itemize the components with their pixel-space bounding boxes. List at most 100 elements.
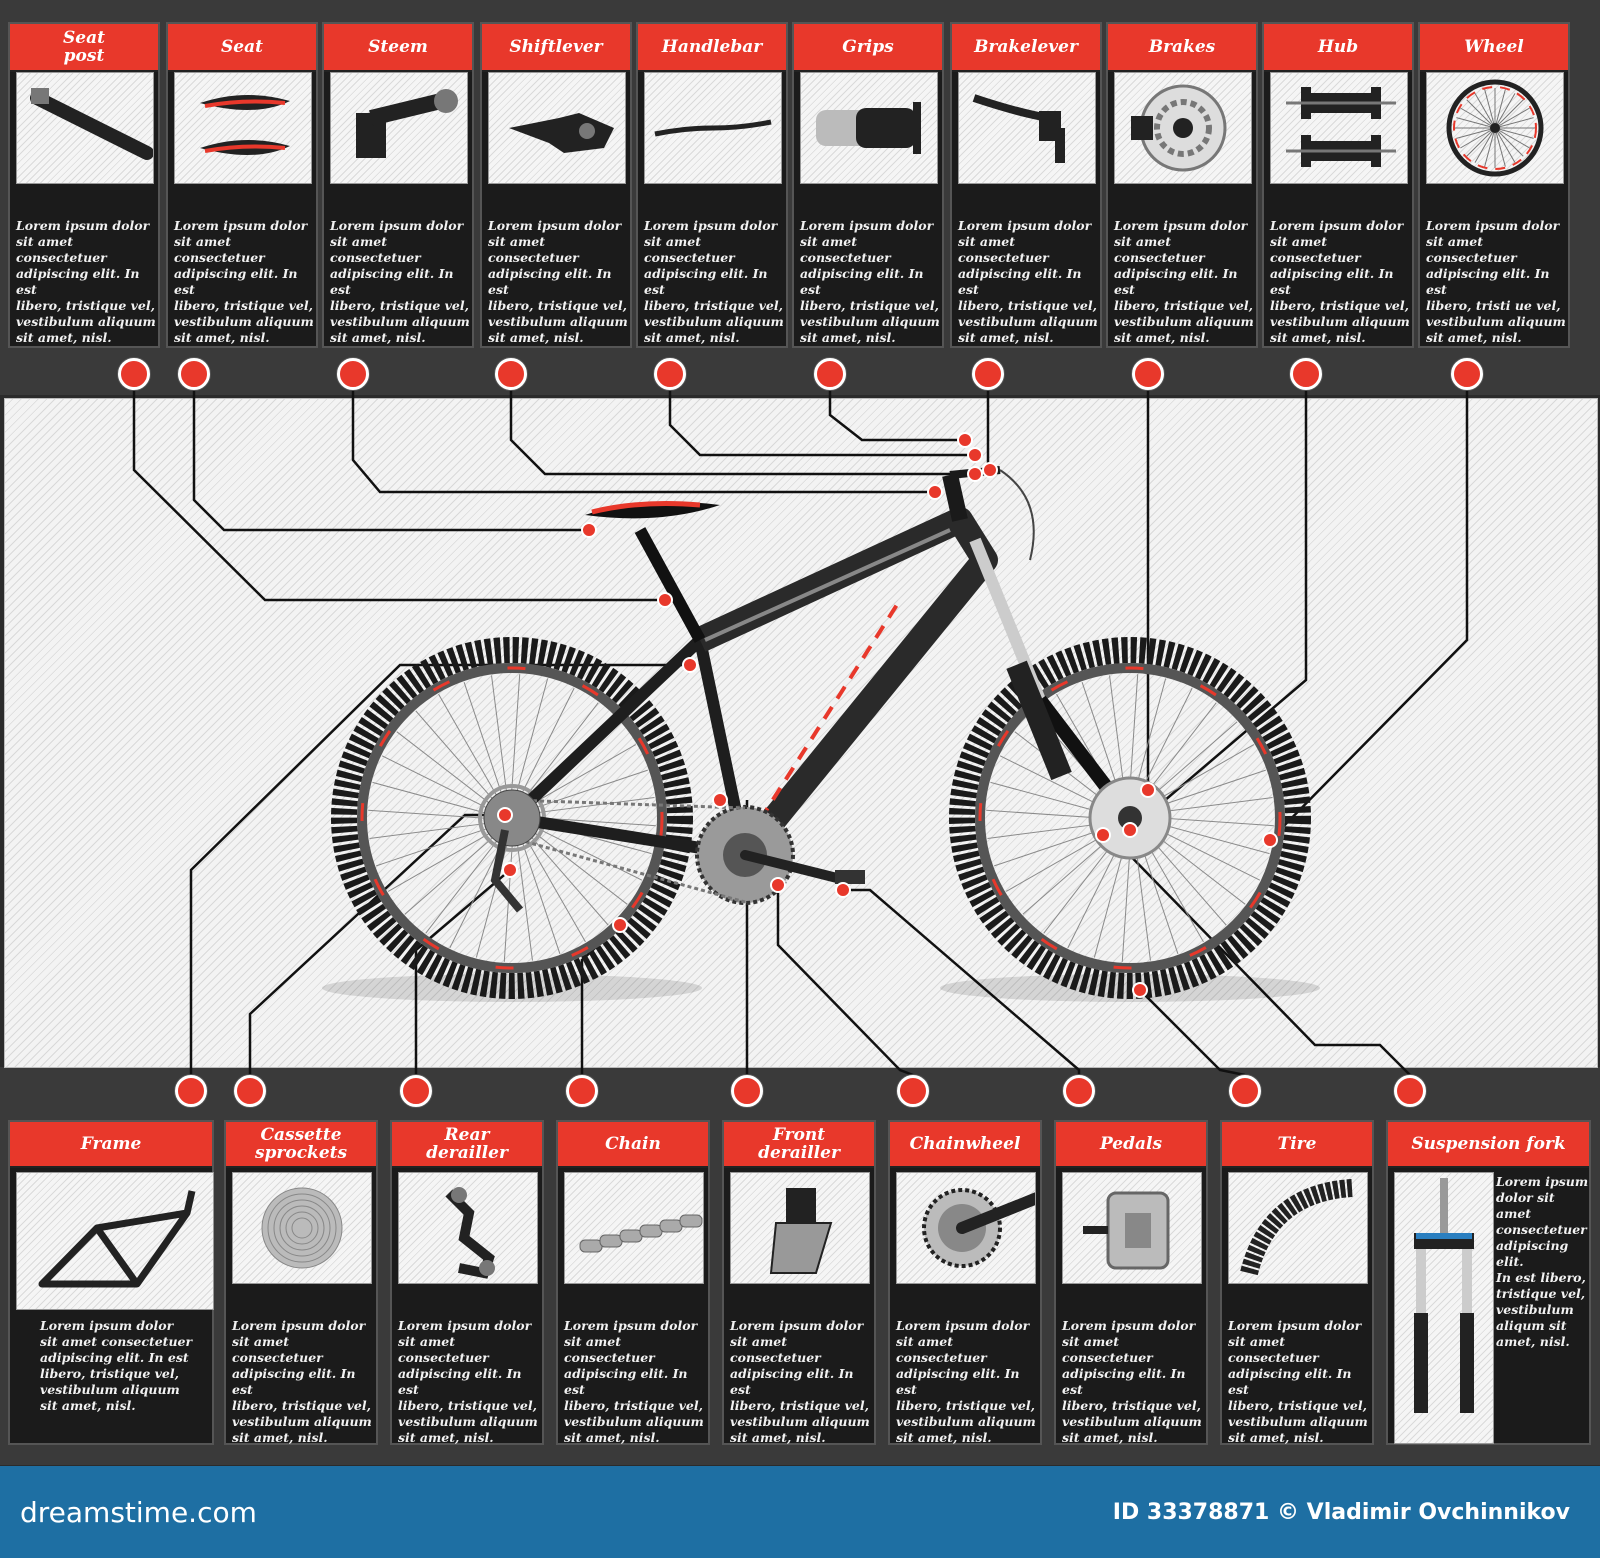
callout-marker [1095,827,1111,843]
panel-brakelever-image [958,72,1096,184]
callout-marker [657,592,673,608]
callout-dot-tire[interactable] [1229,1075,1261,1107]
panel-shiftlever-image [488,72,626,184]
panel-hub-title: Hub [1264,24,1412,72]
panel-stem-image [330,72,468,184]
callout-dot-cassette-sprockets[interactable] [234,1075,266,1107]
front-derailleur-icon [769,1188,833,1274]
panel-wheel-title: Wheel [1420,24,1568,72]
diagram-stage [4,398,1598,1068]
callout-marker [612,917,628,933]
panel-chainwheel-image [896,1172,1043,1284]
callout-marker [497,807,513,823]
callout-dot-grips[interactable] [814,358,846,390]
callout-dot-frame[interactable] [175,1075,207,1107]
panel-front-derailler-image [730,1172,870,1284]
panel-handlebar-title: Handlebar [638,24,786,72]
callout-marker [1132,982,1148,998]
panel-rear-derailler-image [398,1172,538,1284]
callout-dot-brakelever[interactable] [972,358,1004,390]
callout-dot-brakes[interactable] [1132,358,1164,390]
callout-dot-hub[interactable] [1290,358,1322,390]
callout-dot-stem[interactable] [337,358,369,390]
brake-disc-icon [1131,84,1227,172]
callout-marker [682,657,698,673]
panel-tire-image [1228,1172,1368,1284]
callout-marker [967,447,983,463]
callout-dot-shiftlever[interactable] [495,358,527,390]
footer-bar: dreamstime.com ID 33378871 © Vladimir Ov… [0,1466,1600,1558]
pedal-icon [1083,1191,1170,1270]
panel-shiftlever-title: Shiftlever [482,24,630,72]
callout-dot-rear-derailler[interactable] [400,1075,432,1107]
callout-dot-seat-post[interactable] [118,358,150,390]
callout-marker [1140,782,1156,798]
callout-marker [712,792,728,808]
callout-dot-suspension-fork[interactable] [1394,1075,1426,1107]
panel-brakes-image [1114,72,1252,184]
callout-marker [835,882,851,898]
panel-seat-post-image [16,72,154,184]
panel-brakes-title: Brakes [1108,24,1256,72]
footer-credit: ID 33378871 © Vladimir Ovchinnikov [1112,1500,1570,1525]
handlebar-icon [654,119,772,137]
bike-frame [483,466,1172,913]
wheel-icon [1446,79,1544,177]
panel-handlebar-image [644,72,782,184]
seat-icon [200,94,290,156]
callout-dot-wheel[interactable] [1451,358,1483,390]
panel-pedals-image [1062,1172,1202,1284]
panel-brakelever-title: Brakelever [952,24,1100,72]
callout-marker [581,522,597,538]
callout-dot-front-derailler[interactable] [731,1075,763,1107]
panel-chain-title: Chain [558,1122,708,1168]
panel-chainwheel-title: Chainwheel [890,1122,1040,1168]
panel-hub-image [1270,72,1408,184]
callout-dot-chain[interactable] [566,1075,598,1107]
callout-dot-pedals[interactable] [1063,1075,1095,1107]
callout-dot-seat[interactable] [178,358,210,390]
callout-marker [982,462,998,478]
callout-dot-handlebar[interactable] [654,358,686,390]
hub-icon [1286,87,1396,167]
footer-logo[interactable]: dreamstime.com [20,1496,257,1529]
rear-derailleur-icon [445,1187,495,1279]
panel-frame-image [16,1172,214,1310]
callout-dot-chainwheel[interactable] [897,1075,929,1107]
panel-stem-title: Steem [324,24,472,72]
panel-cassette-sprockets-image [232,1172,372,1284]
frame-icon [38,1190,196,1288]
grips-icon [816,102,921,154]
shiftlever-icon [509,113,614,153]
suspension-fork-icon [1414,1178,1474,1413]
panel-frame-title: Frame [10,1122,212,1168]
panel-grips-image [800,72,938,184]
